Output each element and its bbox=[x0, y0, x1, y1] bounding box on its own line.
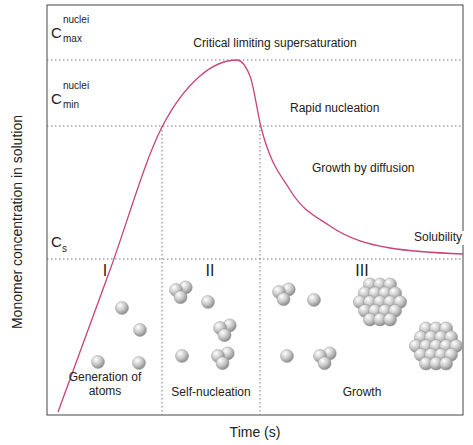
curve-annotation: Solubility bbox=[412, 231, 464, 245]
stage-number: I bbox=[103, 262, 107, 280]
stage-name: Growth bbox=[343, 386, 382, 400]
atom-sphere bbox=[384, 313, 397, 326]
stage-number: II bbox=[206, 262, 215, 280]
guide-lines bbox=[47, 60, 463, 415]
atom-sphere bbox=[318, 357, 331, 370]
superscript: nuclei bbox=[63, 14, 89, 26]
concentration-symbol: C bbox=[51, 24, 62, 41]
subscript: s bbox=[62, 243, 67, 255]
atom-sphere bbox=[92, 356, 105, 369]
subscript: min bbox=[63, 99, 79, 111]
concentration-symbol: C bbox=[51, 233, 62, 250]
atom-sphere bbox=[116, 302, 129, 315]
atom-sphere bbox=[202, 296, 215, 309]
axis-title: Time (s) bbox=[230, 424, 281, 440]
atom-sphere bbox=[133, 357, 146, 370]
atom-sphere bbox=[174, 291, 187, 304]
atom-sphere bbox=[277, 293, 290, 306]
superscript: nuclei bbox=[63, 80, 89, 92]
atom-sphere bbox=[134, 324, 147, 337]
atom-sphere bbox=[218, 329, 231, 342]
subscript: max bbox=[63, 33, 82, 45]
concentration-symbol: C bbox=[51, 90, 62, 107]
concentration-curve bbox=[58, 60, 463, 412]
curve-annotation: Growth by diffusion bbox=[312, 162, 415, 176]
axis-title: Monomer concentration in solution bbox=[9, 115, 25, 329]
stage-name: Generation of atoms bbox=[62, 371, 148, 399]
atom-sphere bbox=[176, 350, 189, 363]
stage-name: Self-nucleation bbox=[171, 386, 250, 400]
plot-frame bbox=[47, 5, 463, 415]
atom-sphere bbox=[281, 350, 294, 363]
atom-sphere bbox=[216, 357, 229, 370]
curve-annotation: Critical limiting supersaturation bbox=[193, 37, 356, 51]
atom-sphere bbox=[440, 357, 453, 370]
atom-spheres bbox=[92, 278, 463, 370]
curve-annotation: Rapid nucleation bbox=[290, 102, 379, 116]
atom-sphere bbox=[308, 294, 321, 307]
stage-number: III bbox=[355, 262, 368, 280]
